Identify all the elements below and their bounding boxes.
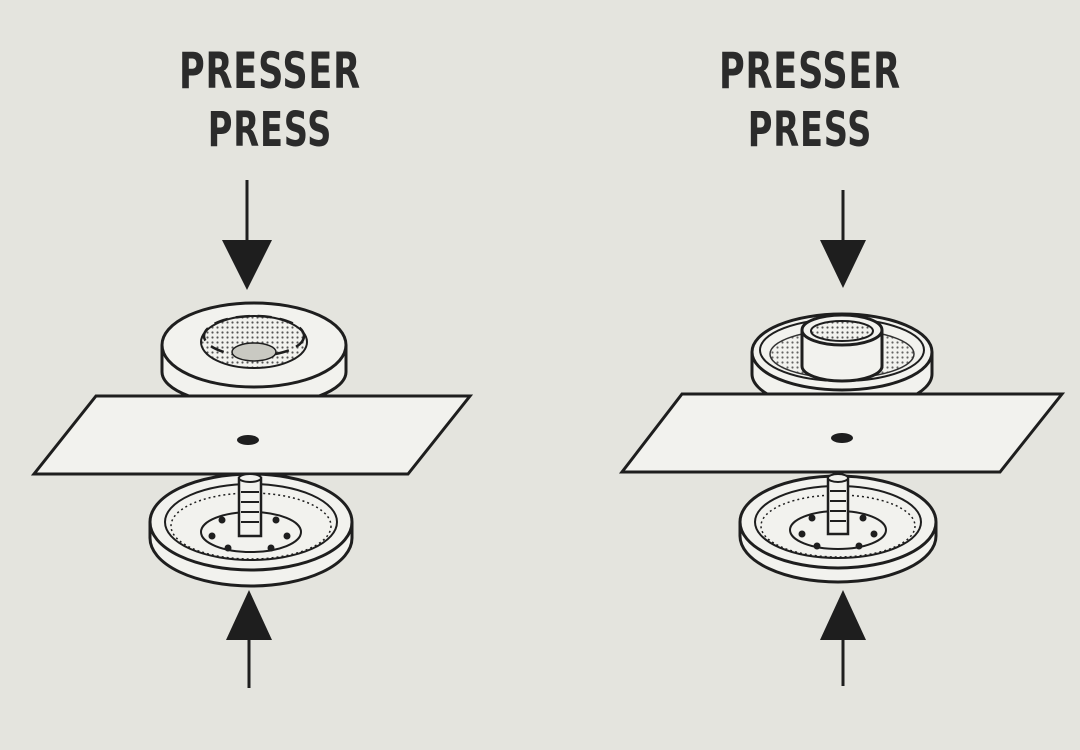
stud-part <box>750 312 934 412</box>
left-illustration <box>30 180 474 688</box>
arrow-up-icon <box>226 590 272 688</box>
fabric-sheet <box>30 394 474 476</box>
post-shaft <box>826 473 850 536</box>
press-label-en: PRESS <box>747 102 873 158</box>
panel-left: PRESSER PRESS <box>30 42 474 688</box>
press-label-fr: PRESSER <box>179 42 361 100</box>
arrow-down-icon <box>820 190 866 288</box>
fabric-hole <box>237 435 259 445</box>
fabric-hole <box>831 433 853 443</box>
arrow-up-icon <box>820 590 866 686</box>
right-illustration <box>618 190 1066 686</box>
arrow-down-icon <box>222 180 272 290</box>
post-base-part <box>148 472 354 588</box>
panel-right: PRESSER PRESS <box>540 0 1080 750</box>
fabric-sheet <box>618 392 1066 474</box>
press-label-fr: PRESSER <box>719 42 901 100</box>
press-label-en: PRESS <box>207 102 333 158</box>
post-base-part <box>738 473 938 584</box>
post-shaft <box>237 473 263 538</box>
socket-part <box>160 301 348 408</box>
